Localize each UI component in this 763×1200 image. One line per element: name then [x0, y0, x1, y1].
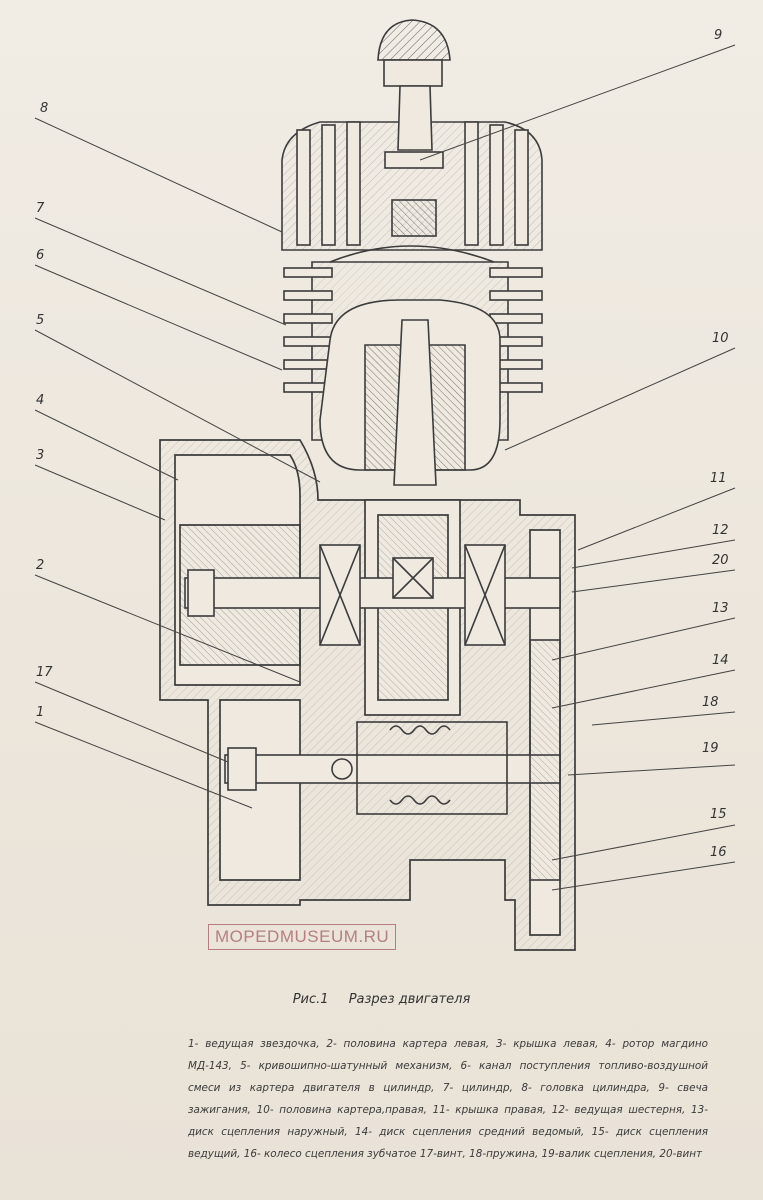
- spark-plug: [377, 19, 451, 237]
- callout-12: 12: [712, 523, 729, 538]
- callout-16: 16: [710, 845, 727, 860]
- callout-1: 1: [36, 705, 45, 720]
- figure-title: Разрез двигателя: [348, 992, 471, 1007]
- callout-11: 11: [710, 471, 727, 486]
- figure-number: Рис.1: [292, 992, 329, 1007]
- callout-13: 13: [712, 601, 729, 616]
- engine-section-drawing: [34, 19, 736, 951]
- callout-20: 20: [712, 553, 729, 568]
- cylinder-head: [281, 121, 543, 263]
- parts-legend: 1- ведущая звездочка, 2- половина картер…: [188, 1038, 708, 1160]
- callout-7: 7: [36, 201, 45, 216]
- callout-2: 2: [36, 558, 45, 573]
- callout-9: 9: [714, 28, 723, 43]
- crankshaft: [184, 544, 561, 646]
- watermark: MOPEDMUSEUM.RU: [208, 924, 397, 950]
- callout-3: 3: [36, 448, 45, 463]
- callout-10: 10: [712, 331, 729, 346]
- figure-caption: Рис.1 Разрез двигателя: [0, 992, 763, 1007]
- callout-4: 4: [36, 393, 45, 408]
- crankcase: [159, 439, 576, 951]
- clutch-shaft: [224, 639, 561, 881]
- callout-17: 17: [36, 665, 53, 680]
- callout-14: 14: [712, 653, 729, 668]
- callout-19: 19: [702, 741, 719, 756]
- callout-5: 5: [36, 313, 45, 328]
- callout-6: 6: [36, 248, 45, 263]
- callout-8: 8: [40, 101, 49, 116]
- leader-lines: [34, 44, 736, 891]
- callout-15: 15: [710, 807, 727, 822]
- cylinder: [283, 261, 543, 486]
- callout-18: 18: [702, 695, 719, 710]
